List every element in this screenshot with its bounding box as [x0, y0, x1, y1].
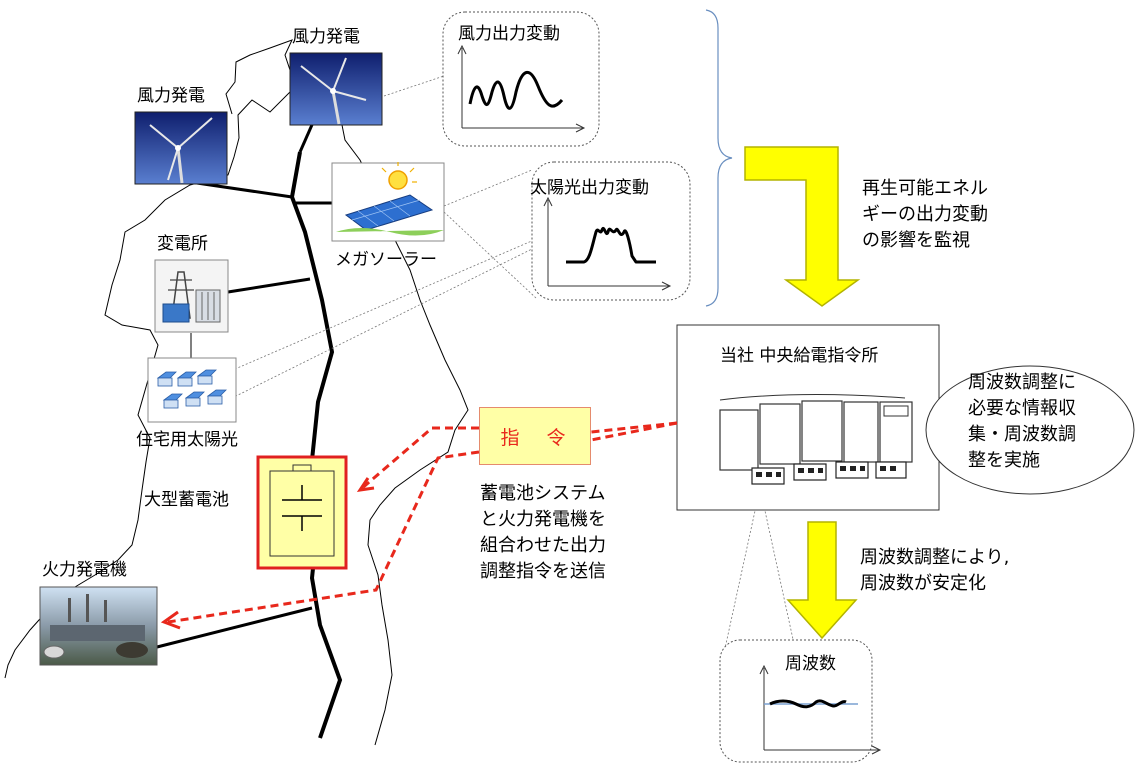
send-note: 蓄電池システム と火力発電機を 組合わせた出力 調整指令を送信 [480, 483, 606, 583]
frequency-chart [719, 639, 882, 763]
command-box: 指 令 [479, 407, 591, 465]
wind-chart-title: 風力出力変動 [458, 24, 560, 44]
mega-solar-label: メガソーラー [335, 250, 437, 270]
thermal-plant-image [39, 586, 158, 666]
bubble-note: 周波数調整に 必要な情報収 集・周波数調 整を実施 [968, 372, 1076, 472]
solar-output-curve [566, 227, 656, 264]
wind-left-label: 風力発電 [137, 86, 205, 106]
callout-connectors [197, 73, 797, 654]
monitor-arrow [744, 146, 861, 307]
branch-substation [227, 277, 311, 294]
command-arrowheads [160, 477, 375, 630]
mega-solar-image [331, 162, 445, 242]
command-arrows [167, 421, 678, 624]
stabilize-arrow [786, 521, 858, 640]
substation-label: 変電所 [157, 234, 208, 254]
right-brace [705, 9, 733, 307]
transmission-trunk [289, 151, 343, 739]
residential-solar-image [147, 357, 237, 423]
wind-turbine-left-image [134, 111, 228, 185]
coastline-west [4, 39, 301, 679]
wind-top-label: 風力発電 [292, 27, 360, 47]
substation-image [154, 259, 229, 333]
frequency-curve [769, 699, 847, 709]
branch-thermal [156, 606, 313, 649]
residential-solar-label: 住宅用太陽光 [136, 430, 238, 450]
battery-label: 大型蓄電池 [144, 490, 229, 510]
thermal-label: 火力発電機 [42, 560, 127, 580]
wind-output-chart [442, 11, 600, 147]
solar-chart-title: 太陽光出力変動 [530, 178, 649, 198]
control-center-box [676, 324, 940, 511]
frequency-chart-title: 周波数 [785, 654, 836, 674]
wind-turbine-top-image [289, 52, 383, 126]
control-center-title: 当社 中央給電指令所 [720, 346, 879, 366]
stabilize-note: 周波数調整により, 周波数が安定化 [860, 547, 1010, 595]
task-bubble [925, 365, 1135, 495]
solar-output-chart [531, 161, 691, 301]
monitor-note: 再生可能エネル ギーの出力変動 の影響を監視 [862, 178, 988, 252]
large-battery-icon [256, 455, 348, 570]
wind-output-curve [468, 71, 564, 110]
